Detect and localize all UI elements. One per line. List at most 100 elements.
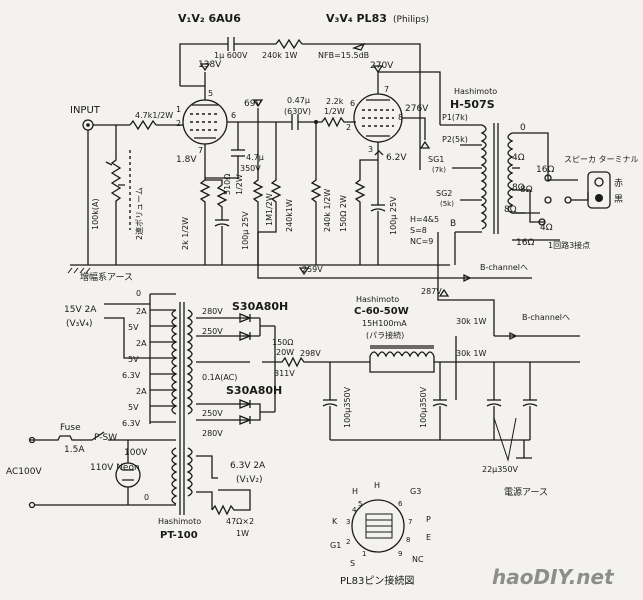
pt-r150-watt: 20W xyxy=(276,348,294,357)
feedback-cap-label: 1μ 600V xyxy=(214,51,248,60)
neon-label: 110V Neon xyxy=(90,463,140,473)
speaker-red-label: 赤 xyxy=(614,178,623,189)
driver-plate-voltage: 138V xyxy=(198,60,222,70)
pt-tap-5v-2: 5V xyxy=(128,355,139,364)
bus-259v: 259V xyxy=(302,265,323,274)
ot-model: H-507S xyxy=(450,98,495,111)
grid-stopper-label: 2.2k xyxy=(326,97,344,106)
driver-pin1: 1 xyxy=(176,105,181,114)
bus-b-channel-2: B-channelへ xyxy=(522,313,570,322)
heater-resistor-watt: 1W xyxy=(236,529,249,538)
driver-screen-cap: 4.7μ xyxy=(246,153,264,162)
ot-p2: P2(5k) xyxy=(442,135,468,144)
power-switch-label: P-SW xyxy=(94,433,117,443)
mains-input: Fuse 1.5A P-SW 100V 110V Neon AC100V 0 6… xyxy=(6,423,266,541)
pt-filter-cap-1: 100μ350V xyxy=(343,386,352,428)
coupling-cap-voltage: (630V) xyxy=(284,107,311,116)
pinout-pin-g3: G3 xyxy=(410,487,421,496)
output-tube-symbol xyxy=(353,93,403,143)
output-pin-note-s: S=8 xyxy=(410,226,427,235)
pt-heater-tubes: (V₃V₄) xyxy=(66,319,93,329)
driver-screen-cap-v: 350V xyxy=(240,164,261,173)
volume-note: 2連ボリューム xyxy=(134,187,144,240)
ot-tap-4: 4Ω xyxy=(512,153,525,163)
pinout-pin-p: P xyxy=(426,515,431,524)
driver-pin6: 6 xyxy=(231,111,236,120)
pinout-tube-icon xyxy=(351,499,405,553)
pt-tap-6v3-1: 6.3V xyxy=(122,371,141,380)
fuse-value: 1.5A xyxy=(64,445,85,455)
pt-tap-0: 0 xyxy=(136,289,141,298)
pt-tap-2a-2: 2A xyxy=(136,339,147,348)
ot-tap-8: 8Ω xyxy=(512,183,525,193)
ot-sel-4: 4Ω xyxy=(540,223,553,233)
power-ground-label: 電源アース xyxy=(504,487,548,498)
pt-tap-5v-3: 5V xyxy=(128,403,139,412)
ot-maker: Hashimoto xyxy=(454,87,497,96)
pt-tap-280v-1: 280V xyxy=(202,307,223,316)
fuse-label: Fuse xyxy=(60,423,81,433)
driver-cathode-voltage: 1.8V xyxy=(176,155,197,165)
pt-tap-2a-3: 2A xyxy=(136,387,147,396)
output-pin-note-h: H=4&5 xyxy=(410,215,439,224)
pt-tap-6v3-2: 6.3V xyxy=(122,419,141,428)
output-pin8: 8 xyxy=(398,113,403,122)
signal-ground-label: 増幅系アース xyxy=(80,271,133,283)
speaker-red-terminal-icon xyxy=(594,177,604,187)
driver-plate-resistor: 240k1W xyxy=(285,199,294,232)
heater-resistor-label: 47Ω×2 xyxy=(226,517,254,526)
ac-input-label: AC100V xyxy=(6,467,42,477)
pinout-num-5: 5 xyxy=(358,500,362,508)
rectifier-2-label: S30A80H xyxy=(226,384,282,397)
driver-510-watt: 1/2W xyxy=(235,174,244,195)
ot-b: B xyxy=(450,219,456,229)
ot-sel-8a: 8Ω xyxy=(520,185,533,195)
pt-tap-250v-2: 250V xyxy=(202,409,223,418)
volume-label: 100k(A) xyxy=(91,198,100,230)
pinout-num-6: 6 xyxy=(398,500,403,508)
output-pin2: 2 xyxy=(346,123,351,132)
driver-pin2: 2 xyxy=(176,119,181,128)
ot-sg2: SG2 xyxy=(436,189,452,198)
grid-stopper-watt: 1/2W xyxy=(324,107,345,116)
pt-r150-label: 150Ω xyxy=(272,338,293,347)
pinout-pin-e: E xyxy=(426,533,431,542)
pt-tap-280v-2: 280V xyxy=(202,429,223,438)
pt-0v-tap: 0 xyxy=(144,493,149,502)
output-stage: 7 2 8 6 3 270V 276V 6.2V 150Ω 2W 100μ 25… xyxy=(300,61,450,266)
pt-heater2-label: 6.3V 2A xyxy=(230,461,266,471)
choke-spec: 15H100mA xyxy=(362,319,407,328)
choke-maker: Hashimoto xyxy=(356,295,399,304)
pt-30k-2: 30k 1W xyxy=(456,349,486,358)
driver-cathode-resistor: 2k 1/2W xyxy=(181,217,190,250)
pinout-pin-s: S xyxy=(350,559,355,568)
pinout-pin-nc: NC xyxy=(412,555,424,564)
pt-maker: Hashimoto xyxy=(158,517,201,526)
output-pin7: 7 xyxy=(384,85,389,94)
speaker-black-label: 黒 xyxy=(614,194,623,205)
pt-tap-250v-1: 250V xyxy=(202,327,223,336)
pt-model: PT-100 xyxy=(160,530,198,541)
bus-b-channel-1: B-channelへ xyxy=(480,263,528,272)
pt-tap-ac-current: 0.1A(AC) xyxy=(202,373,237,382)
driver-pin7: 7 xyxy=(198,146,203,155)
output-screen-voltage: 276V xyxy=(405,104,429,114)
output-cathode-resistor: 150Ω 2W xyxy=(339,195,348,232)
output-plate-voltage: 270V xyxy=(370,61,394,71)
pinout-num-1: 1 xyxy=(362,550,366,558)
pt-100v-tap: 100V xyxy=(124,448,148,458)
ot-switch-note: 1回路3接点 xyxy=(548,240,590,250)
pinout-pin-h2: H xyxy=(374,481,380,490)
coupling-network: 0.47μ (630V) 2.2k 1/2W 240k 1/2W xyxy=(258,96,352,265)
pinout-title: PL83ピン接続図 xyxy=(340,574,414,587)
driver-510-label: 510Ω xyxy=(223,174,232,195)
ot-tap-16: 16Ω xyxy=(516,238,534,248)
speaker-black-terminal-icon xyxy=(595,194,603,202)
output-pin3: 3 xyxy=(368,145,373,154)
watermark: haoDIY.net xyxy=(492,565,615,589)
nfb-label: NFB=15.5dB xyxy=(318,51,369,60)
choke-model: C-60-50W xyxy=(354,306,409,317)
pt-22u-cap: 22μ350V xyxy=(482,465,519,474)
ot-sel-16: 16Ω xyxy=(536,165,554,175)
input-resistor-label: 4.7k1/2W xyxy=(135,111,173,120)
